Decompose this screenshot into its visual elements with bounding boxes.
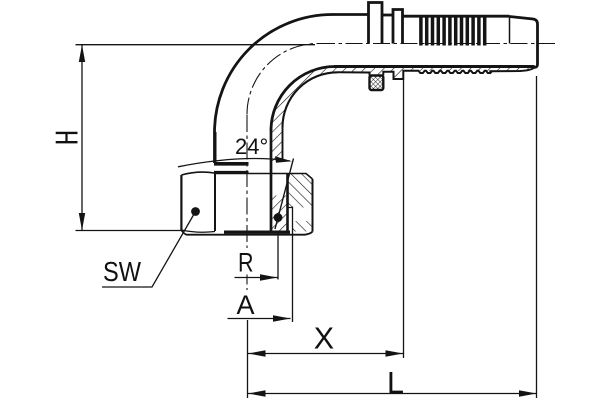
svg-text:L: L	[387, 366, 404, 400]
svg-text:SW: SW	[103, 256, 141, 287]
svg-text:A: A	[237, 290, 255, 320]
svg-text:24°: 24°	[235, 134, 268, 159]
svg-text:R: R	[238, 248, 254, 278]
svg-text:X: X	[314, 322, 334, 356]
